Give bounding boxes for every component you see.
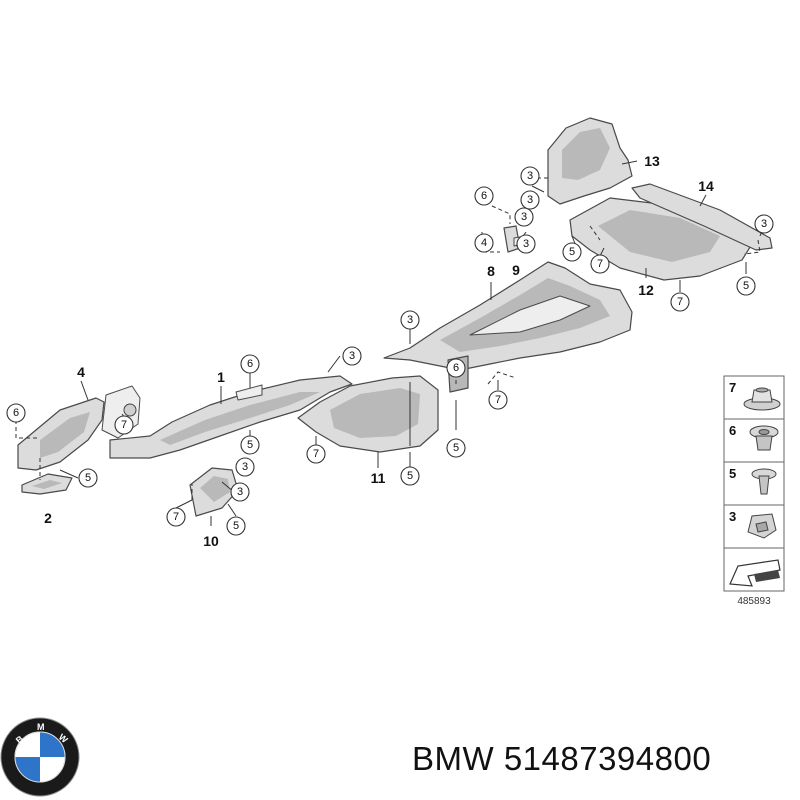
legend-num-3: 3 [729, 509, 736, 524]
callout-5: 5 [78, 468, 98, 488]
part-label-2: 2 [44, 510, 52, 526]
part-label-9: 9 [512, 262, 520, 278]
svg-text:5: 5 [569, 246, 575, 258]
svg-text:5: 5 [453, 442, 459, 454]
svg-text:6: 6 [247, 358, 253, 370]
callout-3: 3 [400, 310, 420, 330]
callout-6: 6 [6, 403, 26, 423]
fastener-legend: 7 6 5 3 485893 [723, 375, 785, 607]
svg-text:3: 3 [761, 218, 767, 230]
part-label-4: 4 [77, 364, 85, 380]
svg-text:7: 7 [121, 419, 127, 431]
part-label-10: 10 [203, 533, 219, 549]
callout-5: 5 [240, 435, 260, 455]
svg-text:7: 7 [173, 511, 179, 523]
svg-text:5: 5 [247, 439, 253, 451]
callout-3: 3 [230, 482, 250, 502]
callout-3: 3 [235, 457, 255, 477]
svg-text:3: 3 [523, 238, 529, 250]
svg-text:7: 7 [597, 258, 603, 270]
svg-text:3: 3 [527, 194, 533, 206]
callout-7: 7 [590, 254, 610, 274]
part-label-8: 8 [487, 263, 495, 279]
part-11-shield [297, 375, 439, 453]
svg-text:5: 5 [407, 470, 413, 482]
callout-7: 7 [114, 415, 134, 435]
svg-text:4: 4 [481, 237, 487, 249]
callout-3: 3 [516, 234, 536, 254]
svg-text:7: 7 [313, 448, 319, 460]
callout-5: 5 [446, 438, 466, 458]
svg-text:6: 6 [13, 407, 19, 419]
callout-7: 7 [306, 444, 326, 464]
svg-text:6: 6 [453, 362, 459, 374]
callout-7: 7 [670, 292, 690, 312]
brand-part-number: BMW 51487394800 [412, 740, 712, 777]
callout-6: 6 [446, 358, 466, 378]
part-label-12: 12 [638, 282, 654, 298]
svg-text:3: 3 [242, 461, 248, 473]
svg-text:7: 7 [677, 296, 683, 308]
callout-7: 7 [488, 390, 508, 410]
svg-text:5: 5 [743, 280, 749, 292]
arrow-icon [729, 559, 781, 587]
svg-text:3: 3 [349, 350, 355, 362]
callout-3: 3 [514, 207, 534, 227]
clip-nut-icon [749, 425, 779, 451]
callout-5: 5 [226, 516, 246, 536]
part-2-bracket [21, 473, 73, 495]
part-labels: 4 2 1 10 11 8 9 12 13 14 [44, 153, 714, 549]
callout-3: 3 [520, 190, 540, 210]
svg-text:M: M [37, 722, 45, 732]
part-1-shield [109, 375, 353, 459]
svg-text:6: 6 [481, 190, 487, 202]
callout-5: 5 [736, 276, 756, 296]
svg-text:3: 3 [237, 486, 243, 498]
svg-text:5: 5 [233, 520, 239, 532]
clip-icon [747, 513, 777, 539]
part-10-bracket [189, 467, 239, 517]
svg-text:3: 3 [407, 314, 413, 326]
diagram-id: 485893 [737, 596, 771, 607]
callout-5: 5 [562, 242, 582, 262]
part-label-14: 14 [698, 178, 714, 194]
part-13-shield [547, 117, 633, 205]
callout-3: 3 [754, 214, 774, 234]
callout-6: 6 [240, 354, 260, 374]
callout-3: 3 [342, 346, 362, 366]
svg-text:5: 5 [85, 472, 91, 484]
legend-num-6: 6 [729, 423, 736, 438]
svg-text:3: 3 [521, 211, 527, 223]
part-label-1: 1 [217, 369, 225, 385]
bmw-logo: B M W [0, 717, 80, 797]
nut-icon [743, 387, 781, 411]
callout-3: 3 [520, 166, 540, 186]
svg-text:3: 3 [527, 170, 533, 182]
legend-num-7: 7 [729, 380, 736, 395]
part-8-shield [383, 261, 633, 393]
part-14-strip [631, 183, 773, 251]
svg-text:B: B [14, 733, 26, 745]
svg-text:7: 7 [495, 394, 501, 406]
callouts: 6 7 5 6 5 3 3 3 7 5 7 5 3 6 5 7 6 3 4 3 … [6, 166, 774, 536]
legend-num-5: 5 [729, 466, 736, 481]
rivet-icon [751, 468, 777, 495]
callout-4: 4 [474, 233, 494, 253]
callout-7: 7 [166, 507, 186, 527]
part-label-13: 13 [644, 153, 660, 169]
part-label-11: 11 [371, 470, 386, 486]
callout-6: 6 [474, 186, 494, 206]
callout-5: 5 [400, 466, 420, 486]
